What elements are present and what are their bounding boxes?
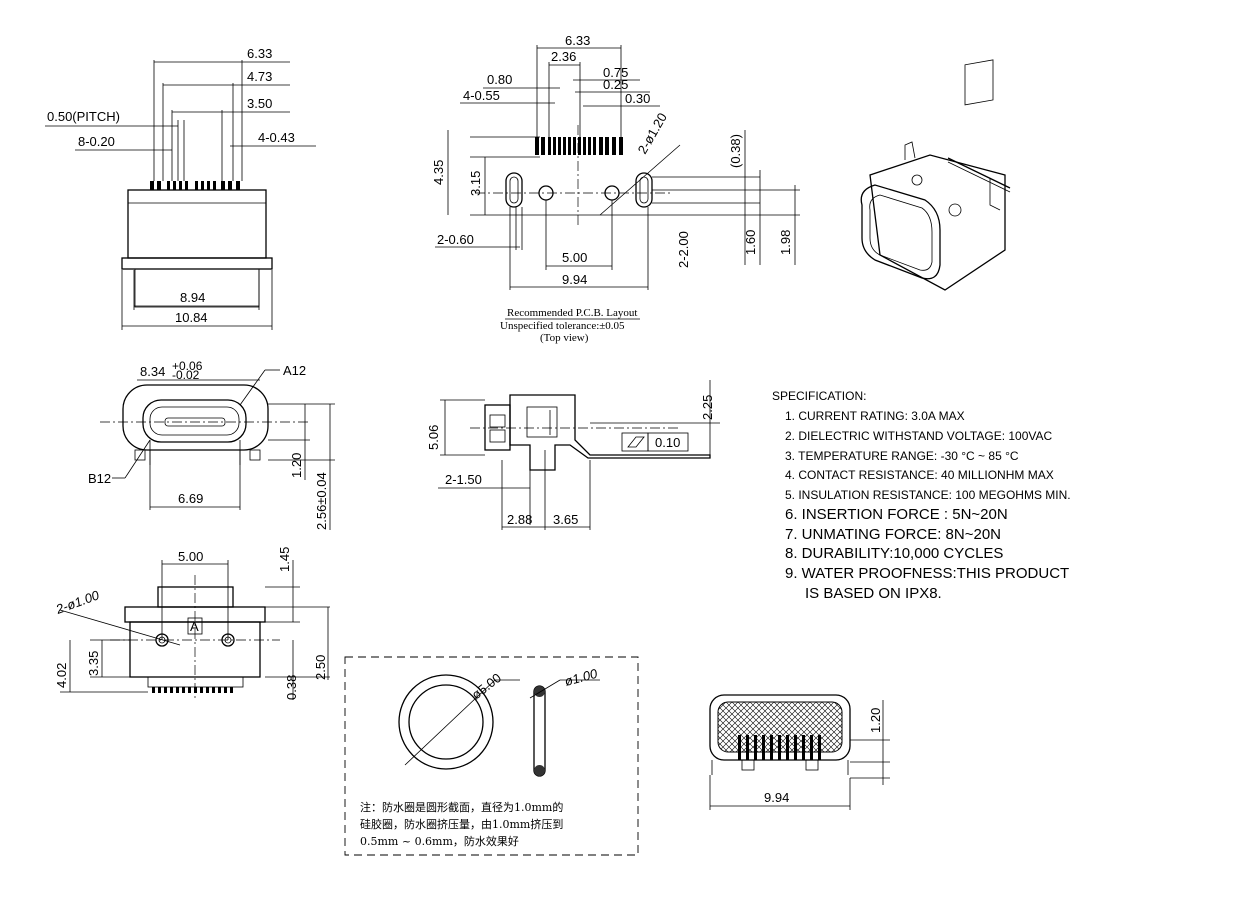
pcb-layout-title: Recommended P.C.B. Layout: [507, 307, 637, 319]
pcb-dim-9-94: 9.94: [562, 272, 587, 287]
pcb-dim-3-15: 3.15: [468, 171, 483, 196]
spec-item-9: 9. WATER PROOFNESS:THIS PRODUCT: [785, 565, 1069, 582]
front-shell: [122, 384, 269, 451]
bottom-dim-5-00: 5.00: [178, 549, 203, 564]
pcb-dim-1-98: 1.98: [778, 230, 793, 255]
front-tol-minus: -0.02: [172, 368, 200, 382]
top-left-view: 6.33 4.73 0.50(PITCH) 3.50 8-0.20 4-0.43…: [45, 46, 316, 330]
spec-item-3: 3. TEMPERATURE RANGE: -30 °C ~ 85 °C: [785, 449, 1019, 463]
bottom-dim-2-50: 2.50: [313, 655, 328, 680]
spec-item-4: 4. CONTACT RESISTANCE: 40 MILLIONHM MAX: [785, 468, 1054, 482]
side-dim-2-25: 2.25: [700, 395, 715, 420]
pcb-dim-0-25: 0.25: [603, 77, 628, 92]
pcb-layout-tolerance: Unspecified tolerance:±0.05: [500, 320, 625, 332]
pcb-dim-0-80: 0.80: [487, 72, 512, 87]
connector-3d-view: [860, 59, 1011, 291]
pcb-dim-2-2-00: 2-2.00: [676, 231, 691, 268]
bottom-dim-3-35: 3.35: [86, 651, 101, 676]
front-dim-1-20: 1.20: [289, 453, 304, 478]
pcb-dim-2-0-60: 2-0.60: [437, 232, 474, 247]
oring-outer: [398, 674, 494, 770]
spec-item-1: 1. CURRENT RATING: 3.0A MAX: [785, 409, 965, 423]
front-view: 8.34 +0.06 -0.02 A12 B12 6.69 1.20 2.56±…: [88, 359, 335, 530]
pcb-pads: [535, 137, 623, 155]
pcb-dim-4-0-55: 4-0.55: [463, 88, 500, 103]
spec-item-5: 5. INSULATION RESISTANCE: 100 MEGOHMS MI…: [785, 488, 1071, 502]
pcb-dim-0-38: (0.38): [728, 134, 743, 168]
side-dim-3-65: 3.65: [553, 512, 578, 527]
dim-6-33: 6.33: [247, 46, 272, 61]
front-dim-6-69: 6.69: [178, 491, 203, 506]
bottom-dim-2-phi-1-00: 2-ø1.00: [53, 587, 102, 617]
dim-10-84: 10.84: [175, 310, 208, 325]
spec-item-2: 2. DIELECTRIC WITHSTAND VOLTAGE: 100VAC: [785, 429, 1052, 443]
spec-title: SPECIFICATION:: [772, 389, 866, 403]
pcb-layout-view-label: (Top view): [540, 332, 589, 344]
label-a12: A12: [283, 363, 306, 378]
oring-dim-phi-1-00: ø1.00: [563, 666, 600, 689]
side-dim-flatness: 0.10: [655, 435, 680, 450]
oring-inner: [408, 684, 484, 760]
spec-item-8: 8. DURABILITY:10,000 CYCLES: [785, 545, 1003, 562]
side-dim-5-06: 5.06: [426, 425, 441, 450]
specification-block: SPECIFICATION: 1. CURRENT RATING: 3.0A M…: [772, 389, 1071, 602]
label-b12: B12: [88, 471, 111, 486]
pcb-dim-1-60: 1.60: [743, 230, 758, 255]
dim-pitch: 0.50(PITCH): [47, 109, 120, 124]
pcb-dim-2-phi-1-20: 2-ø1.20: [635, 110, 670, 156]
dim-8-0-20: 8-0.20: [78, 134, 115, 149]
spec-item-7: 7. UNMATING FORCE: 8N~20N: [785, 526, 1001, 543]
rear-pins: [738, 735, 821, 760]
side-view: 5.06 2.25 0.10 2-1.50 2.88 3.65: [426, 380, 720, 530]
dim-4-0-43: 4-0.43: [258, 130, 295, 145]
oring-note-line-2: 硅胶圈，防水圈挤压量，由1.0mm挤压到: [360, 817, 563, 831]
bottom-pins: [152, 687, 233, 693]
front-tol-plus: +0.06: [172, 359, 203, 373]
pcb-layout-view: 6.33 2.36 0.80 0.75 4-0.55 0.25 0.30 2-ø…: [431, 33, 800, 344]
pcb-dim-4-35: 4.35: [431, 160, 446, 185]
oring-detail: ø5.00 ø1.00 注：防水圈是圆形截面，直径为1.0mm的 硅胶圈，防水圈…: [344, 656, 639, 856]
side-plug: [484, 404, 511, 451]
pcb-dim-2-36: 2.36: [551, 49, 576, 64]
rear-dim-1-20: 1.20: [868, 708, 883, 733]
bottom-marker-a: A: [190, 619, 199, 634]
oring-frame: [344, 656, 639, 856]
pcb-dim-6-33: 6.33: [565, 33, 590, 48]
bottom-dim-0-38: 0.38: [284, 675, 299, 700]
pcb-dim-0-75: 0.75: [603, 65, 628, 80]
pcb-dim-0-30: 0.30: [625, 91, 650, 106]
bottom-dim-1-45: 1.45: [277, 547, 292, 572]
pcb-dim-5-00: 5.00: [562, 250, 587, 265]
spec-item-9-cont: IS BASED ON IPX8.: [805, 585, 942, 602]
slot-left: [505, 172, 523, 208]
dim-4-73: 4.73: [247, 69, 272, 84]
side-dim-2-88: 2.88: [507, 512, 532, 527]
pins: [150, 181, 240, 190]
rear-view: 1.20 9.94: [709, 694, 890, 810]
oring-note-line-3: 0.5mm ~ 0.6mm，防水效果好: [360, 834, 519, 848]
side-dim-2-1-50: 2-1.50: [445, 472, 482, 487]
front-dim-8-34: 8.34: [140, 364, 165, 379]
oring-note-line-1: 注：防水圈是圆形截面，直径为1.0mm的: [360, 800, 563, 814]
oring-section: [533, 685, 546, 777]
connector-body: [127, 189, 267, 259]
iso-pins: [947, 157, 1011, 193]
dim-8-94: 8.94: [180, 290, 205, 305]
spec-item-6: 6. INSERTION FORCE : 5N~20N: [785, 506, 1008, 523]
bottom-dim-4-02: 4.02: [54, 663, 69, 688]
slot-right: [635, 172, 653, 208]
front-dim-2-56: 2.56±0.04: [314, 472, 329, 530]
bottom-view: A 5.00 2-ø1.00 1.45 4.02 3.35 0.38 2.50: [53, 547, 330, 700]
dim-3-50: 3.50: [247, 96, 272, 111]
rear-dim-9-94: 9.94: [764, 790, 789, 805]
